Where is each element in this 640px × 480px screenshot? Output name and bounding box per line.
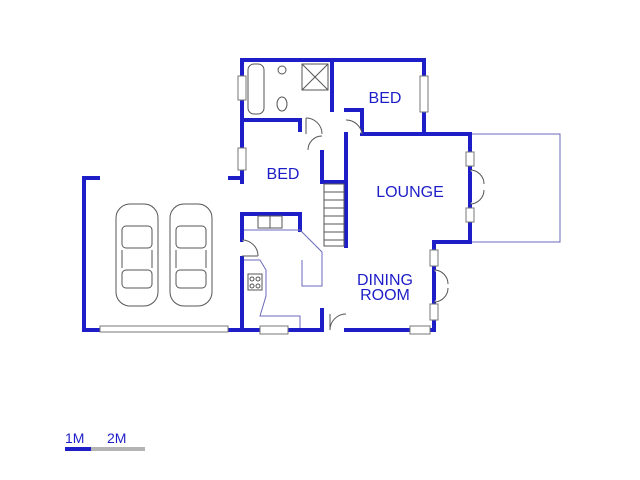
scale-segment-light	[91, 447, 145, 451]
scale-bar: 1M 2M	[65, 430, 145, 451]
scale-label-1m: 1M	[65, 430, 84, 446]
room-label-bed-left: BED	[267, 166, 300, 183]
room-label-dining-line1: DINING	[357, 272, 413, 289]
room-label-bed-top: BED	[369, 90, 402, 107]
basin-icon	[277, 65, 287, 75]
scale-label-2m: 2M	[107, 430, 126, 446]
room-label-dining-line2: ROOM	[360, 287, 410, 304]
bathtub-icon	[247, 63, 265, 115]
bathroom-fixtures	[247, 63, 329, 115]
car-icon	[115, 203, 159, 307]
car-icon	[169, 203, 213, 307]
garage-door	[99, 325, 229, 333]
patio-outline	[470, 133, 561, 243]
scale-segment-dark	[65, 447, 91, 451]
stairs-icon	[323, 183, 345, 247]
windows	[237, 75, 475, 335]
doors	[241, 117, 485, 331]
toilet-icon	[276, 96, 288, 112]
room-label-lounge: LOUNGE	[376, 184, 444, 201]
kitchen-fixtures	[244, 215, 323, 328]
garage	[82, 176, 244, 333]
